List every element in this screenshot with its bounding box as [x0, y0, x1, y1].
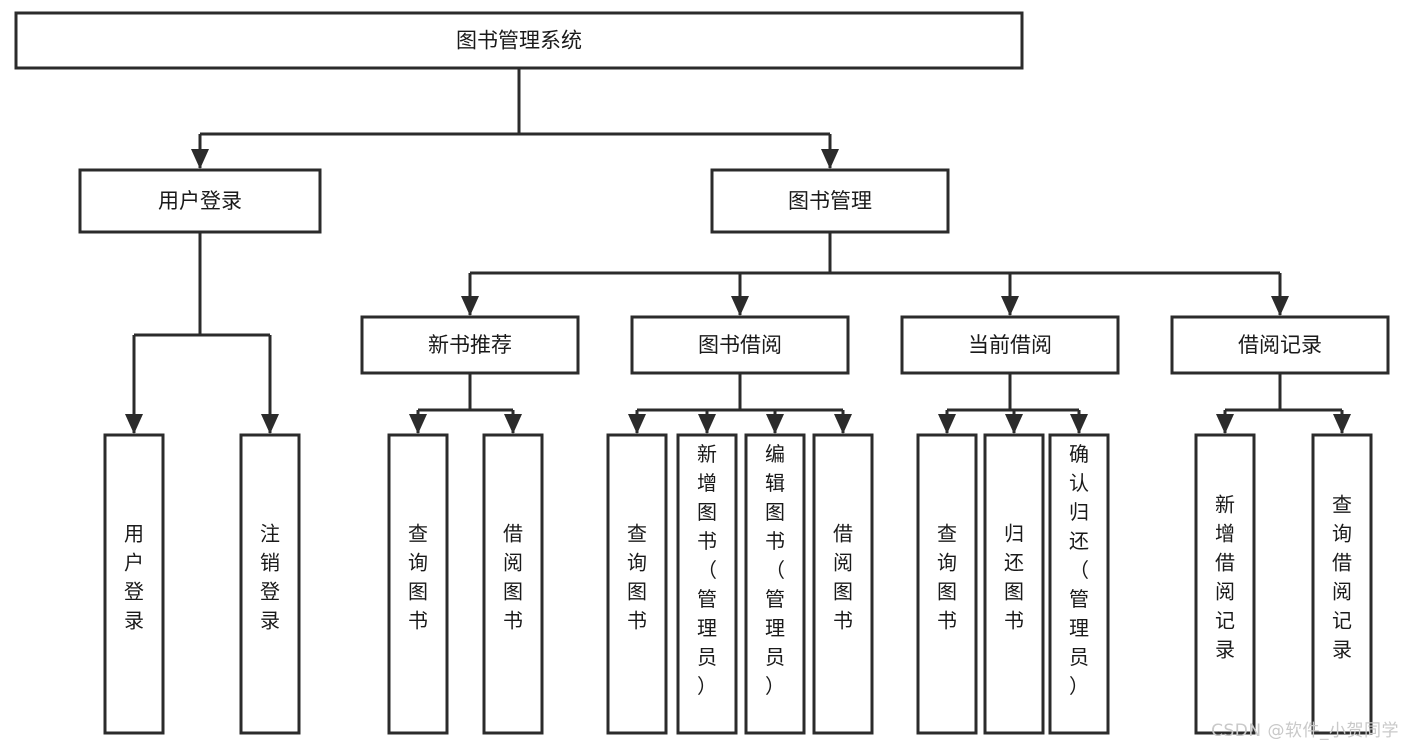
arrow-head-icon	[1001, 296, 1019, 316]
leaf-node-leaf-borrow-book-2-rect	[812, 433, 874, 735]
leaf-node-leaf-query-record-label: 查询借阅记录	[1332, 493, 1352, 662]
node-user-login[interactable]: 用户登录	[78, 168, 322, 234]
arrow-head-icon	[125, 414, 143, 434]
arrow-head-icon	[1271, 296, 1289, 316]
arrow-head-icon	[731, 296, 749, 316]
leaf-node-leaf-user-login-label: 用户登录	[124, 522, 144, 633]
node-user-login-label: 用户登录	[158, 189, 242, 213]
node-new-book-rec-label: 新书推荐	[428, 333, 512, 357]
node-new-book-rec[interactable]: 新书推荐	[360, 315, 580, 375]
leaf-node-leaf-return-book-label: 归还图书	[1004, 522, 1024, 633]
arrow-head-icon	[461, 296, 479, 316]
root-node-system-title-label: 图书管理系统	[456, 29, 582, 53]
node-book-borrow-label: 图书借阅	[698, 333, 782, 357]
leaf-node-leaf-query-book-1-label: 查询图书	[408, 522, 428, 633]
leaf-node-leaf-user-logout-label: 注销登录	[260, 522, 280, 633]
leaf-node-leaf-borrow-book-2-label: 借阅图书	[833, 522, 853, 633]
leaf-node-leaf-user-logout[interactable]: 注销登录	[239, 433, 301, 735]
leaf-node-leaf-borrow-book-1[interactable]: 借阅图书	[482, 433, 544, 735]
leaf-node-leaf-confirm-return[interactable]: 确认归还（管理员）	[1048, 433, 1110, 735]
arrow-head-icon	[834, 414, 852, 434]
root-node-system-title-rect	[14, 11, 1024, 70]
leaf-node-leaf-edit-book-rect	[744, 433, 806, 735]
leaf-node-leaf-user-login[interactable]: 用户登录	[103, 433, 165, 735]
watermark-text: CSDN @软件_小贺同学	[1211, 721, 1399, 741]
leaf-node-leaf-query-record[interactable]: 查询借阅记录	[1311, 433, 1373, 735]
arrow-head-icon	[1005, 414, 1023, 434]
boxes-layer: 图书管理系统用户登录图书管理新书推荐图书借阅当前借阅借阅记录用户登录注销登录查询…	[14, 11, 1390, 735]
leaf-node-leaf-query-book-1-rect	[387, 433, 449, 735]
leaf-node-leaf-user-login-rect	[103, 433, 165, 735]
leaf-node-leaf-add-record[interactable]: 新增借阅记录	[1194, 433, 1256, 735]
leaf-node-leaf-add-record-rect	[1194, 433, 1256, 735]
leaf-node-leaf-borrow-book-2[interactable]: 借阅图书	[812, 433, 874, 735]
node-borrow-record-label: 借阅记录	[1238, 333, 1322, 357]
node-current-borrow[interactable]: 当前借阅	[900, 315, 1120, 375]
root-node-system-title[interactable]: 图书管理系统	[14, 11, 1024, 70]
leaf-node-leaf-edit-book[interactable]: 编辑图书（管理员）	[744, 433, 806, 735]
leaf-node-leaf-add-record-label: 新增借阅记录	[1215, 493, 1235, 662]
node-book-manage-label: 图书管理	[788, 189, 872, 213]
node-user-login-rect	[78, 168, 322, 234]
node-borrow-record-rect	[1170, 315, 1390, 375]
node-new-book-rec-rect	[360, 315, 580, 375]
leaf-node-leaf-query-book-1[interactable]: 查询图书	[387, 433, 449, 735]
leaf-node-leaf-confirm-return-rect	[1048, 433, 1110, 735]
arrow-head-icon	[191, 149, 209, 169]
leaf-node-leaf-query-record-rect	[1311, 433, 1373, 735]
leaf-node-leaf-return-book-rect	[983, 433, 1045, 735]
arrow-head-icon	[938, 414, 956, 434]
leaf-node-leaf-query-book-2-rect	[606, 433, 668, 735]
leaf-node-leaf-borrow-book-1-rect	[482, 433, 544, 735]
leaf-node-leaf-borrow-book-1-label: 借阅图书	[503, 522, 523, 633]
leaf-node-leaf-add-book[interactable]: 新增图书（管理员）	[676, 433, 738, 735]
leaf-node-leaf-edit-book-label: 编辑图书（管理员）	[765, 442, 785, 698]
arrow-head-icon	[1070, 414, 1088, 434]
arrow-head-icon	[261, 414, 279, 434]
leaf-node-leaf-query-book-2-label: 查询图书	[627, 522, 647, 633]
leaf-node-leaf-add-book-label: 新增图书（管理员）	[697, 442, 717, 698]
node-book-manage-rect	[710, 168, 950, 234]
arrow-head-icon	[821, 149, 839, 169]
leaf-node-leaf-query-book-3-label: 查询图书	[937, 522, 957, 633]
leaf-node-leaf-user-logout-rect	[239, 433, 301, 735]
leaf-node-leaf-query-book-2[interactable]: 查询图书	[606, 433, 668, 735]
leaf-node-leaf-add-book-rect	[676, 433, 738, 735]
arrow-head-icon	[698, 414, 716, 434]
arrow-head-icon	[628, 414, 646, 434]
node-current-borrow-rect	[900, 315, 1120, 375]
leaf-node-leaf-query-book-3[interactable]: 查询图书	[916, 433, 978, 735]
node-book-borrow-rect	[630, 315, 850, 375]
node-borrow-record[interactable]: 借阅记录	[1170, 315, 1390, 375]
leaf-node-leaf-query-book-3-rect	[916, 433, 978, 735]
connectors-layer	[125, 68, 1351, 434]
arrow-head-icon	[504, 414, 522, 434]
leaf-node-leaf-confirm-return-label: 确认归还（管理员）	[1069, 442, 1089, 698]
arrow-head-icon	[1333, 414, 1351, 434]
arrow-head-icon	[409, 414, 427, 434]
node-book-manage[interactable]: 图书管理	[710, 168, 950, 234]
node-current-borrow-label: 当前借阅	[968, 333, 1052, 357]
arrow-head-icon	[766, 414, 784, 434]
leaf-node-leaf-return-book[interactable]: 归还图书	[983, 433, 1045, 735]
node-book-borrow[interactable]: 图书借阅	[630, 315, 850, 375]
arrow-head-icon	[1216, 414, 1234, 434]
